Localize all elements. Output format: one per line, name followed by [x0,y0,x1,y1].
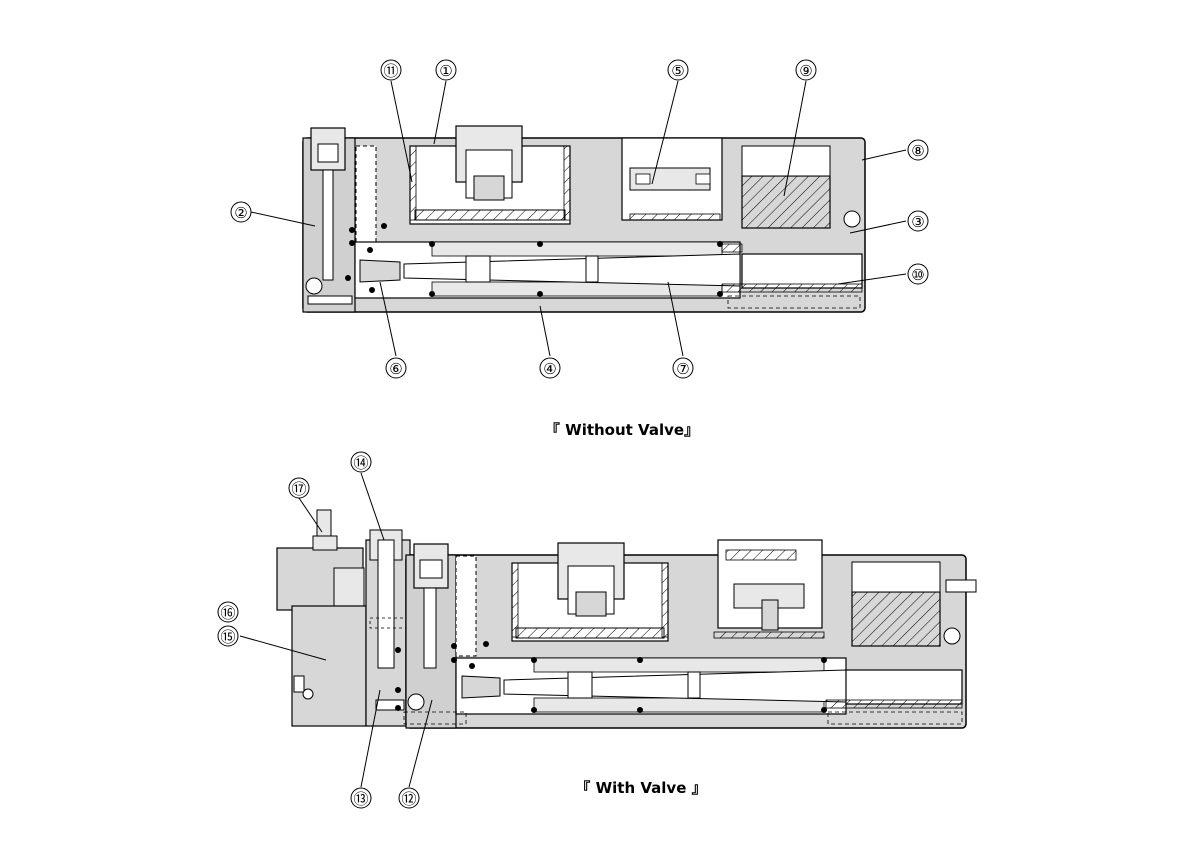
callout-label-17: ⑰ [291,480,306,498]
callout-label-13: ⑬ [353,790,368,808]
callout-label-10: ⑩ [911,266,924,284]
callout-label-2: ② [234,204,247,222]
valve-body [291,605,367,727]
nozzle [359,259,401,283]
callout-8 [907,139,929,161]
callout-label-9: ⑨ [799,62,812,80]
caption-without-valve: 『 Without Valve』 [545,421,699,439]
figure-with-valve [276,509,977,729]
callouts-with-valve [217,451,433,809]
callout-4 [539,357,561,379]
callout-label-15: ⑮ [220,628,235,646]
callout-label-4: ④ [543,360,556,378]
callout-label-1: ① [439,62,452,80]
callout-3 [907,210,929,232]
callout-7 [672,357,694,379]
callout-14 [350,451,372,473]
callout-17 [288,477,310,499]
callout-13 [350,787,372,809]
callout-label-14: ⑭ [353,454,368,472]
callout-label-16: ⑯ [220,604,235,622]
caption-with-valve: 『 With Valve 』 [575,779,706,797]
callout-label-11: ⑪ [383,62,398,80]
callouts-without-valve [230,59,929,379]
callout-12 [398,787,420,809]
callout-1 [435,59,457,81]
callout-label-8: ⑧ [911,142,924,160]
callout-15 [217,625,239,647]
callout-label-3: ③ [911,213,924,231]
callout-11 [380,59,402,81]
callout-10 [907,263,929,285]
callout-label-6: ⑥ [389,360,402,378]
manual-override [316,509,332,539]
callout-9 [795,59,817,81]
callout-label-7: ⑦ [676,360,689,378]
callout-label-5: ⑤ [671,62,684,80]
callout-6 [385,357,407,379]
callout-5 [667,59,689,81]
callout-label-12: ⑫ [401,790,416,808]
callout-2 [230,201,252,223]
figure-without-valve [302,125,866,313]
callout-16 [217,601,239,623]
